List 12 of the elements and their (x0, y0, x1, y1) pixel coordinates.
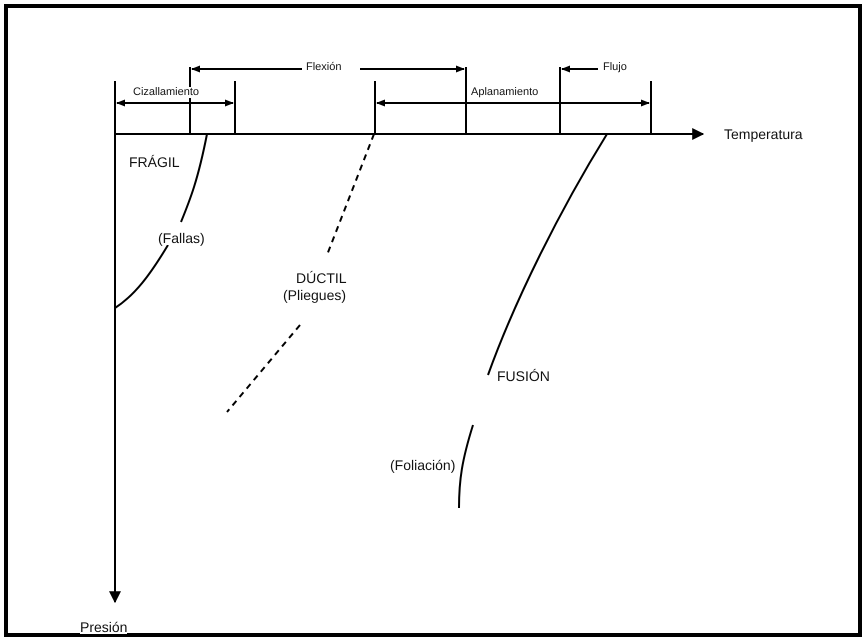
range-label: Flexión (306, 62, 342, 73)
region-label: FRÁGIL (129, 155, 180, 169)
axis-label: Presión (80, 620, 128, 634)
range-label: Flujo (603, 62, 627, 73)
range-label: Cizallamiento (133, 87, 200, 98)
region-label: FUSIÓN (497, 369, 550, 383)
region-label: (Pliegues) (283, 288, 346, 302)
axis-label: Temperatura (724, 127, 803, 141)
region-label: (Fallas) (158, 231, 205, 245)
range-label: Aplanamiento (471, 87, 538, 98)
region-label: DÚCTIL (296, 271, 347, 285)
region-label: (Foliación) (390, 458, 456, 472)
